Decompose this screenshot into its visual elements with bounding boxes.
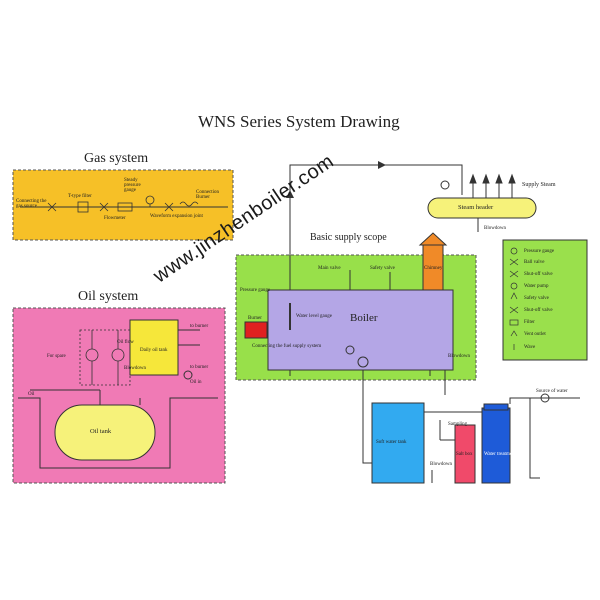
oil-label-blowdown: Blowdown — [124, 366, 146, 371]
legend-ball-valve: Ball valve — [524, 260, 545, 265]
water-label-sampling: Sampling — [448, 422, 468, 427]
gas-label-source: Connecting the gas source — [16, 199, 47, 209]
daily-oil-tank-shape — [129, 319, 179, 376]
oil-label-to-burner-2: to burner — [190, 365, 209, 370]
scope-label-water-level: Water level gauge — [296, 314, 332, 319]
water-label-treatment: Water treatment — [484, 452, 516, 457]
legend-water-pump: Water pump — [524, 284, 549, 289]
burner-shape — [244, 321, 268, 339]
gas-system-heading: Gas system — [84, 151, 149, 166]
water-label-salt-box: Salt box — [456, 452, 473, 457]
oil-label-oil: Oil — [28, 392, 35, 397]
legend-filter: Filter — [524, 320, 535, 325]
scope-label-blowdown: Blowdown — [448, 354, 470, 359]
oil-tank-shape — [54, 404, 156, 461]
steam-header-label: Steam header — [458, 204, 494, 211]
water-label-blowdown: Blowdown — [430, 462, 452, 467]
gas-label-flowmeter: Flowmeter — [104, 216, 126, 221]
oil-system-heading: Oil system — [78, 289, 139, 304]
scope-label-main-valve: Main valve — [318, 266, 341, 271]
gas-label-expansion-joint: Waveform expansion joint — [150, 214, 203, 219]
legend-shutoff-valve-2: Shut-off valve — [524, 308, 553, 313]
boiler-shape — [267, 289, 454, 371]
gas-label-burner: Connection Burner — [196, 190, 220, 200]
legend-shutoff-valve-1: Shut-off valve — [524, 272, 553, 277]
legend-symbols — [509, 247, 519, 350]
steam-supply-label: Supply Steam — [522, 182, 556, 188]
steam-header-shape — [427, 197, 537, 219]
soft-water-tank-shape — [371, 402, 425, 484]
oil-label-flow: Oil flow — [117, 340, 134, 345]
scope-label-boiler: Boiler — [350, 312, 378, 324]
scope-label-pressure-gauge: Pressure gauge — [240, 288, 271, 293]
legend-safety-valve: Safety valve — [524, 296, 549, 301]
water-treatment-shape — [481, 407, 511, 484]
scope-label-fuel-supply: Connecting the fuel supply system — [252, 344, 322, 349]
steam-blowdown-label: Blowdown — [484, 226, 506, 231]
legend-wave: Wave — [524, 345, 536, 350]
oil-label-to-burner-1: to burner — [190, 324, 209, 329]
oil-label-oil-in: Oil in — [190, 380, 202, 385]
diagram-title: WNS Series System Drawing — [198, 112, 400, 131]
gas-components — [47, 195, 199, 213]
scope-label-chimney: Chimney — [424, 266, 443, 271]
water-label-source: Source of water — [536, 389, 568, 394]
water-label-soft-tank: Soft water tank — [376, 440, 407, 445]
legend-vent-outlet: Vent outlet — [524, 332, 546, 337]
steam-outlets — [469, 173, 516, 198]
oil-label-spare: For spare — [47, 354, 66, 359]
legend-pressure-gauge: Pressure gauge — [524, 249, 555, 254]
oil-tank-label: Oil tank — [90, 428, 112, 435]
supply-scope-heading: Basic supply scope — [310, 232, 387, 243]
scope-label-safety-valve: Safety valve — [370, 266, 395, 271]
gas-label-filter: T-type filter — [68, 194, 92, 199]
salt-box-shape — [454, 424, 476, 484]
gas-label-pressure-gauge: Steady pressure gauge — [124, 178, 141, 193]
oil-label-daily-tank: Daily oil tank — [140, 348, 168, 353]
scope-label-burner: Burner — [248, 316, 262, 321]
